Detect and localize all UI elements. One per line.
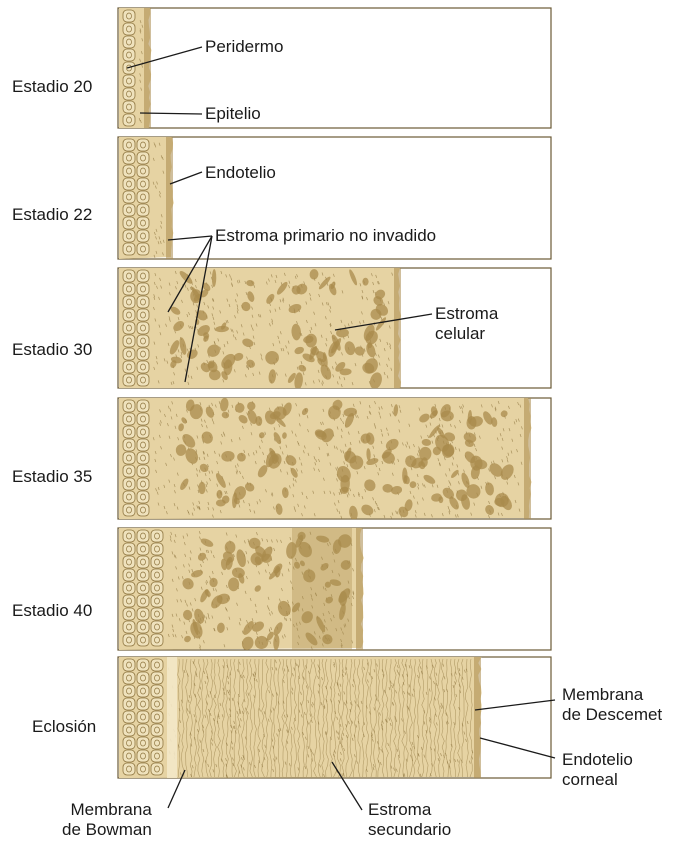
label-membrana-descemet-line1: Membrana — [562, 685, 662, 705]
label-estroma-primario: Estroma primario no invadido — [215, 226, 436, 246]
label-membrana-bowman-line1: Membrana — [62, 800, 152, 820]
stage-label-eclosion: Eclosión — [32, 717, 96, 737]
label-membrana-bowman: Membrana de Bowman — [62, 800, 152, 840]
label-membrana-descemet-line2: de Descemet — [562, 705, 662, 725]
label-estroma-celular: Estroma celular — [435, 304, 498, 344]
stage-label-22: Estadio 22 — [12, 205, 92, 225]
stage-label-30: Estadio 30 — [12, 340, 92, 360]
label-estroma-secundario: Estroma secundario — [368, 800, 451, 840]
label-endotelio: Endotelio — [205, 163, 276, 183]
label-epitelio: Epitelio — [205, 104, 261, 124]
tissue-eclosion — [119, 657, 482, 778]
stage-label-40: Estadio 40 — [12, 601, 92, 621]
tissue-stage-35 — [119, 397, 532, 520]
label-estroma-secundario-line2: secundario — [368, 820, 451, 840]
label-estroma-secundario-line1: Estroma — [368, 800, 451, 820]
stage-label-20: Estadio 20 — [12, 77, 92, 97]
label-peridermo: Peridermo — [205, 37, 283, 57]
label-endotelio-corneal: Endotelio corneal — [562, 750, 633, 790]
label-endotelio-corneal-line1: Endotelio — [562, 750, 633, 770]
tissue-stage-20 — [119, 8, 152, 128]
label-estroma-celular-line1: Estroma — [435, 304, 498, 324]
stage-label-35: Estadio 35 — [12, 467, 92, 487]
label-estroma-celular-line2: celular — [435, 324, 498, 344]
panel-stage-20 — [118, 8, 551, 128]
tissue-stage-30 — [119, 268, 401, 390]
label-endotelio-corneal-line2: corneal — [562, 770, 633, 790]
tissue-stage-40 — [119, 528, 364, 652]
tissue-stage-22 — [119, 137, 174, 259]
label-membrana-bowman-line2: de Bowman — [62, 820, 152, 840]
label-membrana-descemet: Membrana de Descemet — [562, 685, 662, 725]
